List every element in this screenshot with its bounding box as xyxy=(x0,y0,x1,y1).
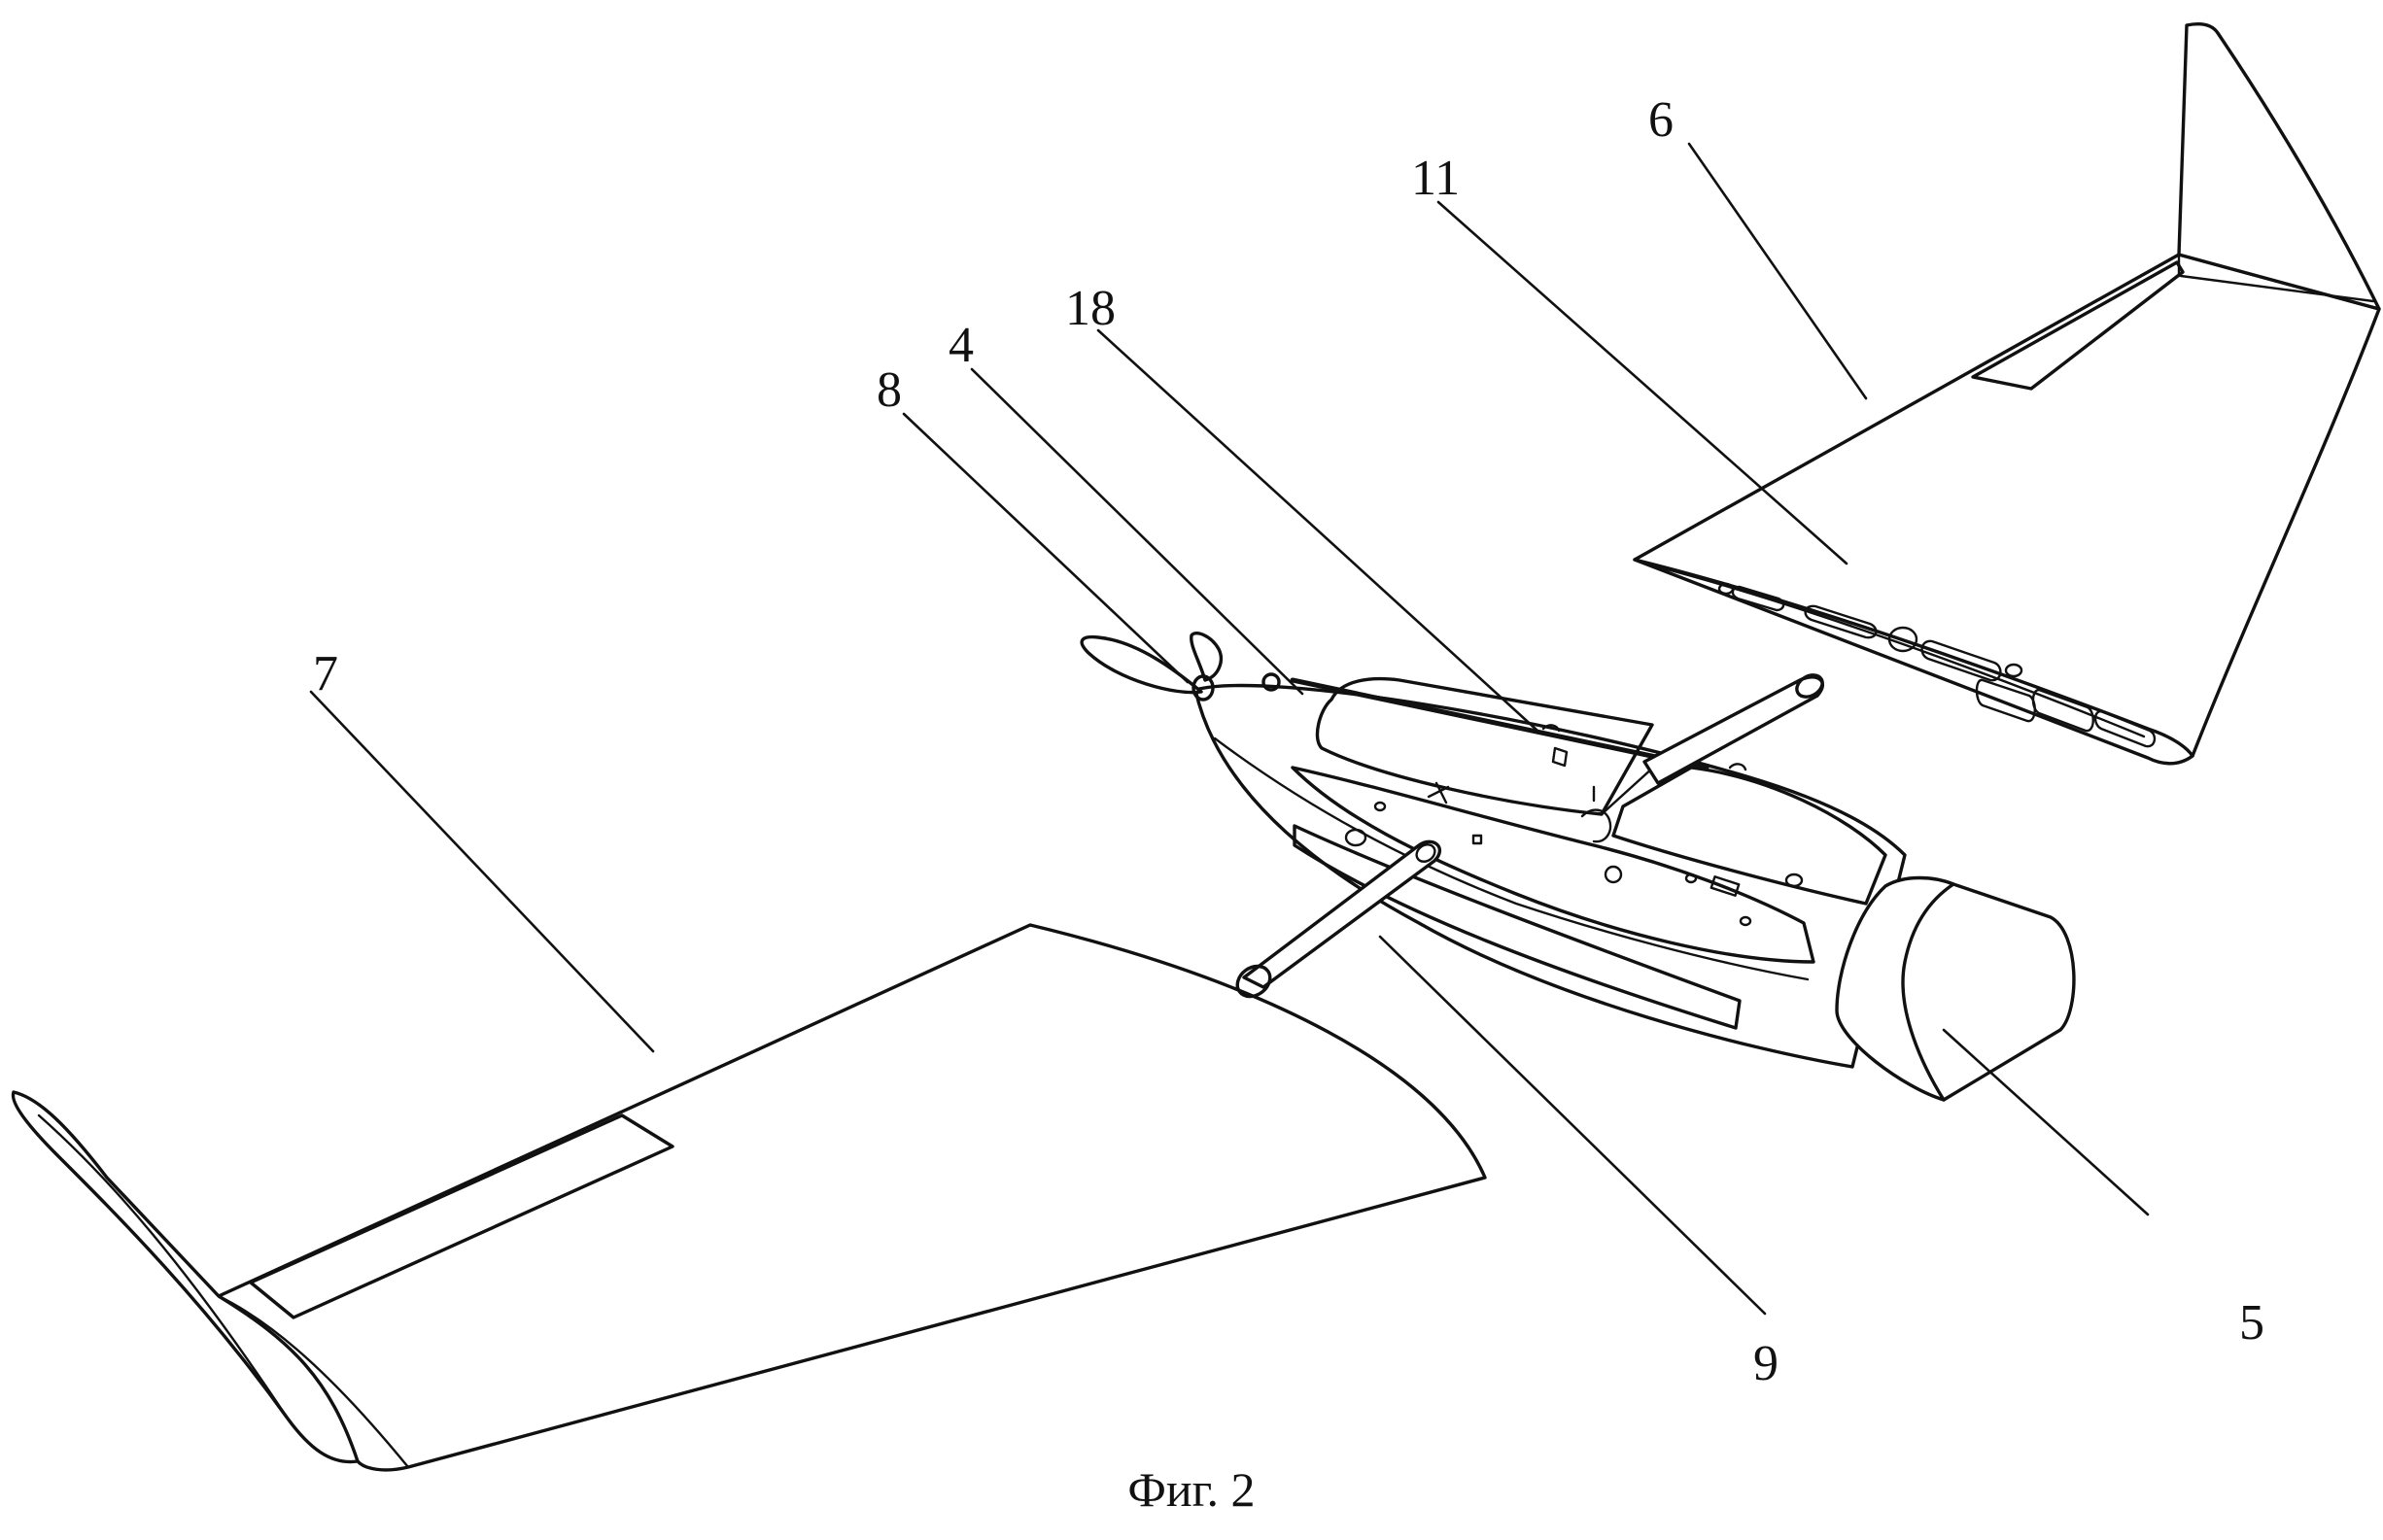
label-wing-left: 7 xyxy=(313,646,338,702)
figure-caption: Фиг. 2 xyxy=(1127,1462,1256,1517)
part-labels: 7 6 5 8 4 18 11 9 xyxy=(313,92,2264,1391)
label-hatch-cover: 18 xyxy=(1065,281,1116,336)
label-nose-cowl: 5 xyxy=(2239,1295,2264,1351)
root-rib-holes xyxy=(1717,582,2157,748)
right-wing xyxy=(1633,22,2381,766)
leader-lines xyxy=(309,142,2150,1316)
label-fuselage: 4 xyxy=(949,318,974,373)
fuselage xyxy=(1193,672,1907,1069)
label-wing-right: 6 xyxy=(1648,92,1674,148)
label-spar-tube: 9 xyxy=(1753,1336,1779,1391)
label-propeller: 8 xyxy=(877,362,902,418)
label-wing-root-rib: 11 xyxy=(1411,151,1460,206)
nose-cowl xyxy=(1835,875,2076,1102)
spar-tubes xyxy=(1235,673,1825,999)
left-wing xyxy=(11,923,1487,1472)
propeller xyxy=(1080,631,1224,702)
